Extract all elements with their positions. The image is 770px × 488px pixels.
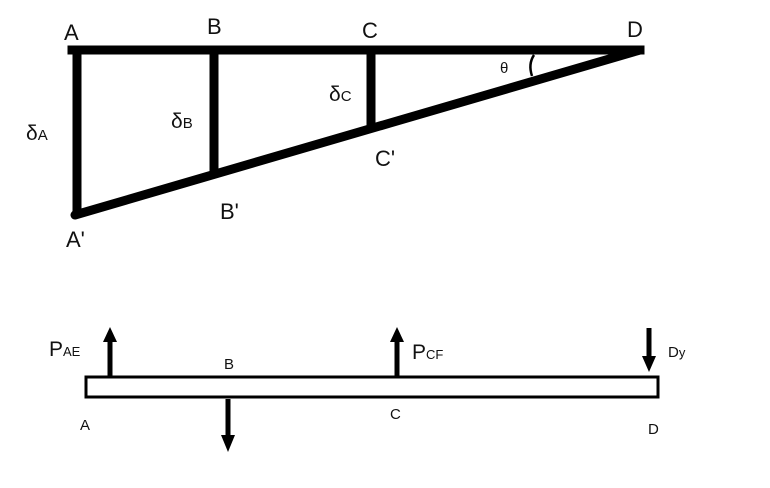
force-arrow-d-y [642, 328, 656, 372]
deflection-diagram: A B C D A' B' C' δA δB δC θ [26, 14, 645, 252]
delta-a-label: δA [26, 122, 48, 145]
fbd-point-a-label: A [80, 417, 90, 434]
d-y-label: Dy [668, 344, 686, 361]
free-body-diagram: A B C D PAE PCF Dy [49, 327, 686, 452]
force-arrow-p-cf [390, 327, 404, 376]
p-cf-label: PCF [412, 341, 443, 364]
point-b-label: B [207, 14, 222, 39]
delta-b-label: δB [171, 110, 193, 133]
angle-arc [529, 54, 536, 77]
fbd-point-d-label: D [648, 421, 659, 438]
fbd-point-b-label: B [224, 356, 234, 373]
point-c-prime-label: C' [375, 146, 395, 171]
theta-label: θ [500, 60, 508, 77]
point-a-label: A [64, 20, 79, 45]
delta-c-label: δC [329, 83, 352, 106]
point-b-prime-label: B' [220, 199, 239, 224]
deflected-line [70, 45, 645, 220]
load-arrow-b [221, 399, 235, 452]
p-ae-label: PAE [49, 338, 81, 361]
fbd-point-c-label: C [390, 406, 401, 423]
point-a-prime-label: A' [66, 227, 85, 252]
force-arrow-p-ae [103, 327, 117, 376]
beam-ad [84, 375, 660, 399]
point-d-label: D [627, 17, 643, 42]
point-c-label: C [362, 18, 378, 43]
